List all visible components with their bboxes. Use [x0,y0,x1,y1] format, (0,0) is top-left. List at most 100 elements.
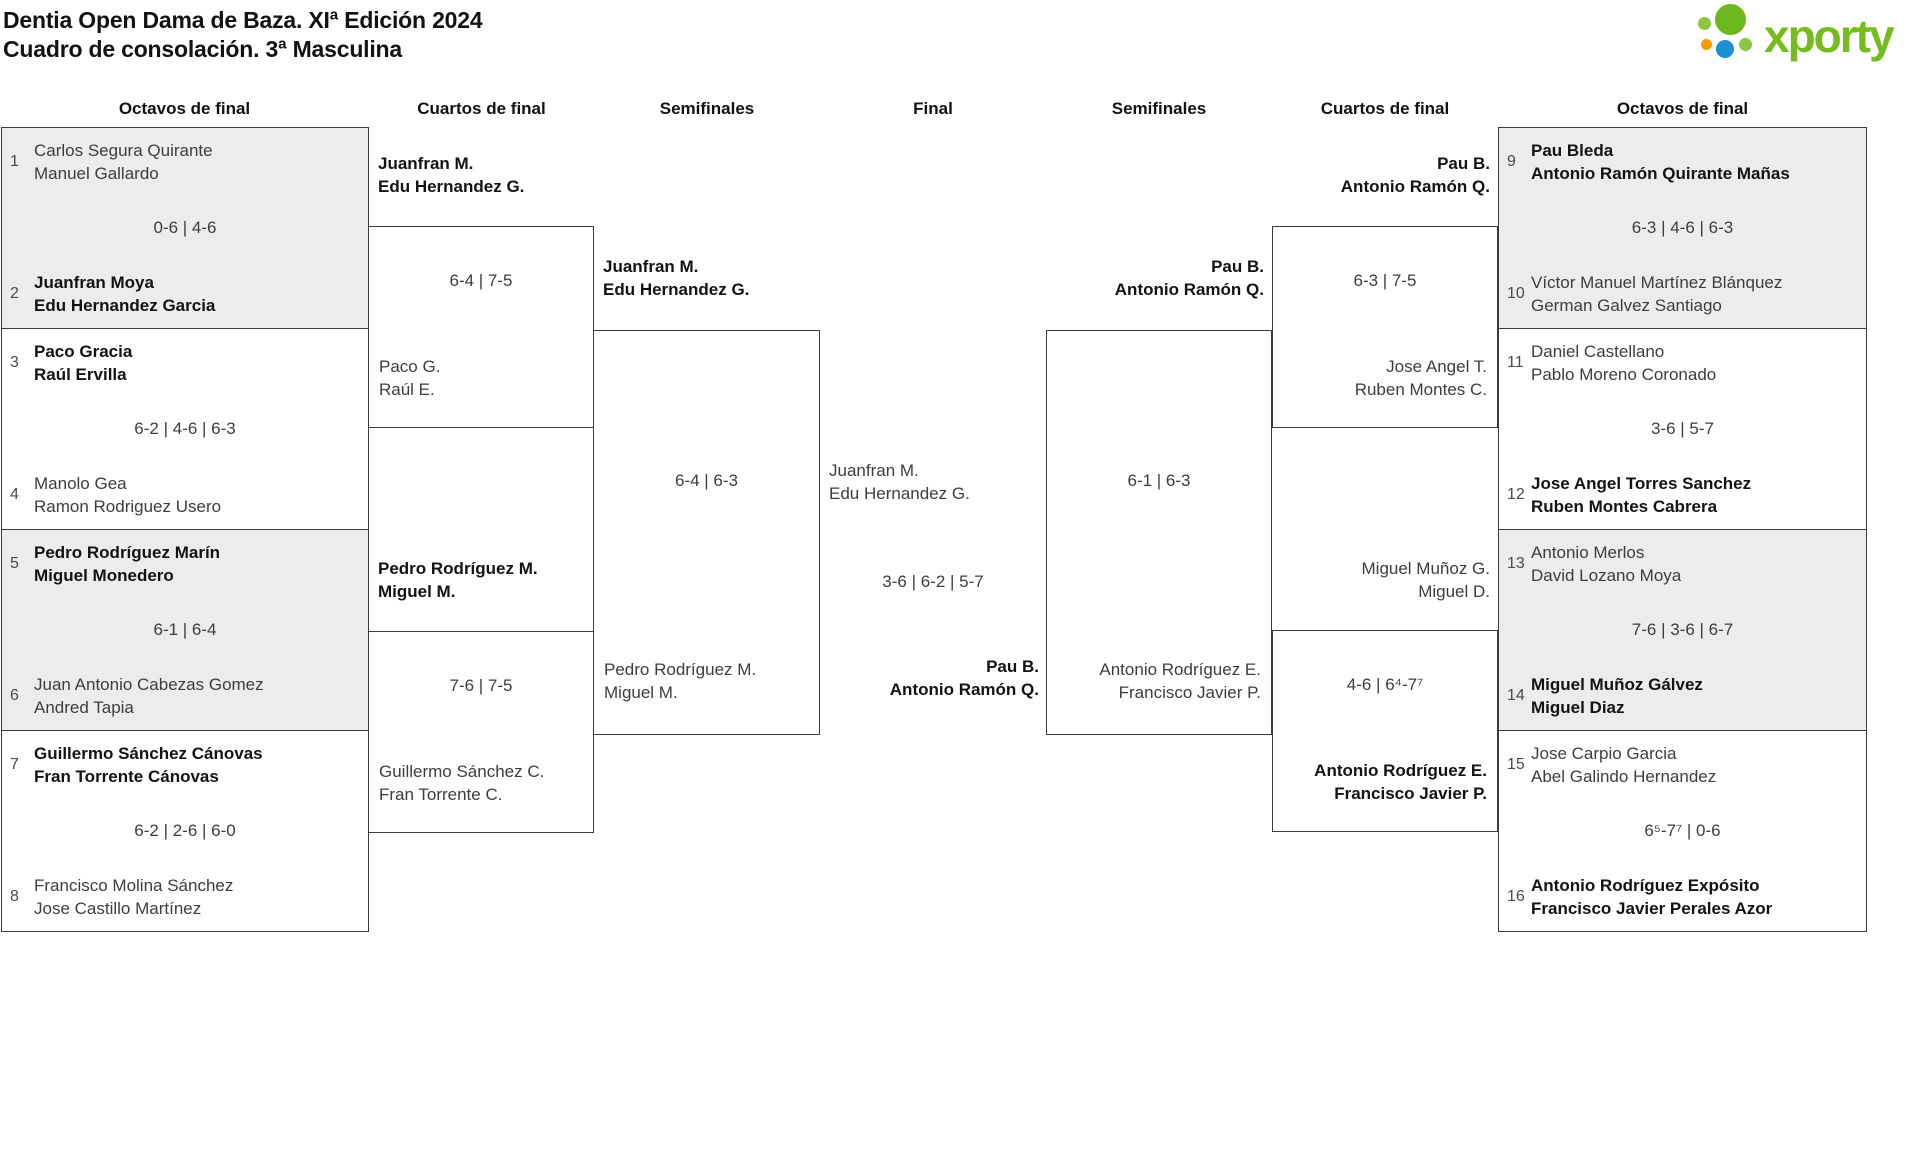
qf-left-2-winner-label: Pedro Rodríguez M.Miguel M. [378,559,538,601]
sf-left-score: 6-4 | 6-3 [674,471,738,490]
sf-left-box: 6-4 | 6-3 Pedro Rodríguez M.Miguel M. [593,330,820,735]
seed-number: 3 [10,354,19,371]
final-left-team-label: Juanfran M.Edu Hernandez G. [829,461,970,503]
final-right-team-label: Pau B.Antonio Ramón Q. [889,657,1039,699]
qf-right-1-score: 6-3 | 7-5 [1353,271,1417,290]
seed-number: 4 [10,486,19,503]
seed-number: 13 [1507,555,1525,572]
sf-left-bottom-label: Pedro Rodríguez M.Miguel M. [604,660,757,702]
match-score: 6-2 | 2-6 | 6-0 [134,821,236,840]
sf-right-winner-label: Pau B.Antonio Ramón Q. [1114,257,1264,299]
sf-right-score: 6-1 | 6-3 [1127,471,1191,490]
qf-right-2-box: 4-6 | 6⁴-7⁷ Antonio Rodríguez E.Francisc… [1272,630,1498,832]
seed-number: 16 [1507,888,1525,905]
round-header-octavos-right: Octavos de final [1616,99,1749,118]
seed-number: 7 [10,756,19,773]
qf-right-1-winner-label: Pau B.Antonio Ramón Q. [1340,154,1490,196]
round-header-semifinales-left: Semifinales [659,99,755,118]
final-score: 3-6 | 6-2 | 5-7 [882,572,984,591]
qf-left-2-bottom-label: Guillermo Sánchez C.Fran Torrente C. [379,762,545,804]
seed-number: 9 [1507,153,1516,170]
logo-dot-green-icon [1739,38,1752,51]
xporty-wordmark: xporty [1764,10,1895,62]
round-header-semifinales-right: Semifinales [1111,99,1207,118]
logo-dot-large-green-icon [1715,4,1746,35]
page-title-line1: Dentia Open Dama de Baza. XIª Edición 20… [3,7,483,33]
qf-right-2-top-label: Miguel Muñoz G.Miguel D. [1361,559,1491,601]
qf-left-1-box: 6-4 | 7-5 Paco G.Raúl E. [368,226,594,428]
qf-right-1-box: 6-3 | 7-5 Jose Angel T.Ruben Montes C. [1272,226,1498,428]
match-score: 3-6 | 5-7 [1650,419,1714,438]
round-header-cuartos-right: Cuartos de final [1320,99,1450,118]
sf-right-bottom-label: Antonio Rodríguez E.Francisco Javier P. [1099,660,1261,702]
match-score: 6-2 | 4-6 | 6-3 [134,419,236,438]
match-score: 6-3 | 4-6 | 6-3 [1631,218,1734,237]
sf-left-winner-label: Juanfran M.Edu Hernandez G. [603,257,750,299]
seed-number: 2 [10,285,19,302]
page-title-line2: Cuadro de consolación. 3ª Masculina [3,36,402,62]
xporty-logo: xporty [1694,0,1895,72]
match-score: 6⁵-7⁷ | 0-6 [1644,821,1721,840]
round-header-final: Final [913,99,953,118]
seed-number: 8 [10,888,19,905]
match-score: 0-6 | 4-6 [153,218,217,237]
seed-number: 15 [1507,756,1525,773]
round-header-cuartos-left: Cuartos de final [417,99,546,118]
seed-number: 12 [1507,486,1525,503]
logo-dot-blue-icon [1716,40,1734,58]
qf-left-1-winner-label: Juanfran M.Edu Hernandez G. [378,154,525,196]
qf-right-1-bottom-label: Jose Angel T.Ruben Montes C. [1354,357,1487,399]
qf-left-2-score: 7-6 | 7-5 [449,676,513,695]
sf-right-box: 6-1 | 6-3 Antonio Rodríguez E.Francisco … [1046,330,1272,735]
logo-dot-orange-icon [1701,39,1712,50]
qf-left-1-bottom-label: Paco G.Raúl E. [379,357,441,399]
seed-number: 6 [10,687,19,704]
qf-right-2-score: 4-6 | 6⁴-7⁷ [1346,675,1424,694]
xporty-logo-mark [1694,3,1760,69]
round-header-octavos-left: Octavos de final [118,99,251,118]
match-score: 6-1 | 6-4 [153,620,217,639]
page-title: Dentia Open Dama de Baza. XIª Edición 20… [3,6,483,64]
seed-number: 11 [1507,354,1524,371]
seed-number: 5 [10,555,19,572]
logo-dot-small-green-icon [1698,17,1711,30]
